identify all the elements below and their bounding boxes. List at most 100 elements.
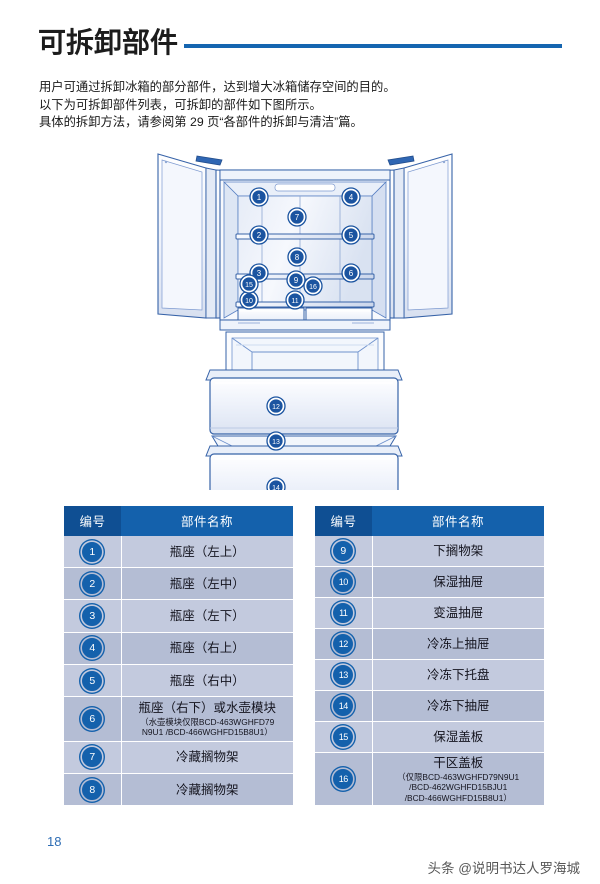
- row-name-cell: 冷冻上抽屉: [372, 628, 544, 660]
- callout-16: 16: [303, 276, 323, 296]
- svg-text:2: 2: [257, 231, 262, 240]
- page-title: 可拆卸部件: [38, 27, 179, 58]
- refrigerator-diagram: 1 2 3 4 5 6 7 8 9 10 11 15 16 12 13 14: [140, 140, 470, 490]
- part-name: 瓶座（右中）: [169, 673, 245, 688]
- row-number-cell: 12: [315, 628, 373, 660]
- number-badge: 4: [82, 638, 103, 659]
- freezer-lower-tray-13: [211, 435, 397, 447]
- number-badge: 10: [333, 572, 354, 592]
- row-name-cell: 变温抽屉: [372, 597, 544, 629]
- callout-1: 1: [249, 187, 269, 207]
- callout-13: 13: [266, 431, 286, 451]
- row-number-cell: 3: [64, 599, 122, 633]
- row-number-cell: 7: [64, 741, 122, 774]
- table-row: 13 冷冻下托盘: [315, 659, 544, 691]
- freezer-bottom-drawer-14: [205, 445, 403, 490]
- row-number-cell: 6: [64, 696, 122, 742]
- table-row: 3 瓶座（左下）: [64, 599, 293, 633]
- number-badge: 11: [333, 603, 354, 623]
- number-badge: 1: [82, 541, 103, 562]
- svg-text:5: 5: [349, 231, 354, 240]
- column-header-number: 编号: [64, 506, 121, 536]
- number-badge: 3: [82, 606, 103, 627]
- row-name-cell: 冷藏搁物架: [121, 741, 293, 774]
- callout-2: 2: [249, 225, 269, 245]
- parts-tables: 编号 部件名称 1 瓶座（左上） 2 瓶座（左中） 3 瓶座（左下） 4 瓶座（右上） 5 瓶座（…: [64, 506, 544, 807]
- callout-12: 12: [266, 396, 286, 416]
- row-number-cell: 15: [315, 721, 373, 753]
- number-badge: 14: [333, 696, 354, 716]
- table-row: 4 瓶座（右上）: [64, 632, 293, 665]
- title-rule-divider: [184, 44, 562, 48]
- part-name: 干区盖板: [433, 756, 484, 770]
- part-name-note: （仅限BCD-463WGHFD79N9U1 /BCD-462WGHFD15BJU…: [397, 772, 520, 803]
- row-number-cell: 9: [315, 536, 373, 567]
- number-badge: 12: [333, 634, 354, 654]
- svg-text:12: 12: [272, 404, 280, 411]
- row-name-cell: 瓶座（左中）: [121, 567, 293, 601]
- row-name-cell: 干区盖板 （仅限BCD-463WGHFD79N9U1 /BCD-462WGHFD1…: [372, 752, 544, 807]
- part-name: 瓶座（右下）或水壶模块: [138, 701, 276, 715]
- svg-text:8: 8: [295, 253, 300, 262]
- row-number-cell: 10: [315, 566, 373, 598]
- freezer-upper-drawer-12: [205, 369, 403, 435]
- table-header-row: 编号 部件名称: [64, 506, 293, 536]
- part-name: 冷冻下托盘: [426, 668, 490, 682]
- svg-text:7: 7: [295, 213, 300, 222]
- part-name: 保湿抽屉: [433, 575, 484, 589]
- table-row: 10 保湿抽屉: [315, 566, 544, 598]
- part-name: 瓶座（右上）: [169, 641, 245, 656]
- part-name: 冷冻下抽屉: [426, 699, 490, 713]
- callout-7: 7: [287, 207, 307, 227]
- number-badge: 5: [82, 670, 103, 691]
- intro-line-3: 具体的拆卸方法，请参阅第 29 页“各部件的拆卸与清洁”篇。: [39, 115, 363, 129]
- parts-table-right-body: 9 下搁物架 10 保湿抽屉 11 变温抽屉 12 冷冻上抽屉 13 冷冻下托盘 14 冷冻下抽屉 15…: [315, 536, 544, 807]
- number-badge: 9: [333, 541, 354, 561]
- row-name-cell: 瓶座（右下）或水壶模块（水壶模块仅限BCD-463WGHFD79 N9U1 /B…: [121, 696, 293, 742]
- part-name: 冷藏搁物架: [175, 750, 239, 765]
- part-name: 冷藏搁物架: [175, 782, 239, 797]
- part-name: 瓶座（左上）: [169, 544, 245, 559]
- callout-9: 9: [286, 270, 306, 290]
- table-row: 9 下搁物架: [315, 536, 544, 567]
- svg-text:3: 3: [257, 269, 262, 278]
- table-row: 16 干区盖板 （仅限BCD-463WGHFD79N9U1 /BCD-462WGHF…: [315, 752, 544, 807]
- number-badge: 2: [82, 573, 103, 594]
- table-header-row: 编号 部件名称: [315, 506, 544, 536]
- svg-text:9: 9: [294, 276, 299, 285]
- table-row: 7 冷藏搁物架: [64, 741, 293, 774]
- column-header-name: 部件名称: [121, 506, 293, 536]
- watermark: 头条 @说明书达人罗海城: [427, 861, 580, 876]
- page-number: 18: [47, 834, 62, 849]
- intro-line-2: 以下为可拆卸部件列表，可拆卸的部件如下图所示。: [39, 97, 322, 112]
- svg-text:1: 1: [257, 193, 262, 202]
- svg-text:10: 10: [245, 298, 253, 305]
- part-name: 瓶座（左下）: [169, 609, 245, 624]
- callout-4: 4: [341, 187, 361, 207]
- row-name-cell: 冷冻下托盘: [372, 659, 544, 691]
- row-name-cell: 瓶座（右上）: [121, 632, 293, 665]
- table-row: 1 瓶座（左上）: [64, 536, 293, 569]
- number-badge: 16: [333, 769, 354, 790]
- page-header: 可拆卸部件: [38, 22, 562, 64]
- number-badge: 13: [333, 665, 354, 685]
- row-number-cell: 2: [64, 567, 122, 601]
- column-header-number: 编号: [315, 506, 372, 536]
- table-row: 5 瓶座（右中）: [64, 664, 293, 698]
- number-badge: 15: [333, 727, 354, 747]
- callout-8: 8: [287, 247, 307, 267]
- row-name-cell: 瓶座（左下）: [121, 599, 293, 633]
- middle-frame: [225, 331, 385, 377]
- diagram-callouts: 1 2 3 4 5 6 7 8 9 10 11 15 16 12 13 14: [239, 187, 361, 490]
- svg-text:11: 11: [291, 298, 298, 305]
- callout-6: 6: [341, 263, 361, 283]
- svg-text:13: 13: [272, 439, 280, 446]
- svg-text:15: 15: [245, 282, 253, 289]
- row-name-cell: 下搁物架: [372, 536, 544, 567]
- callout-14: 14: [266, 477, 286, 490]
